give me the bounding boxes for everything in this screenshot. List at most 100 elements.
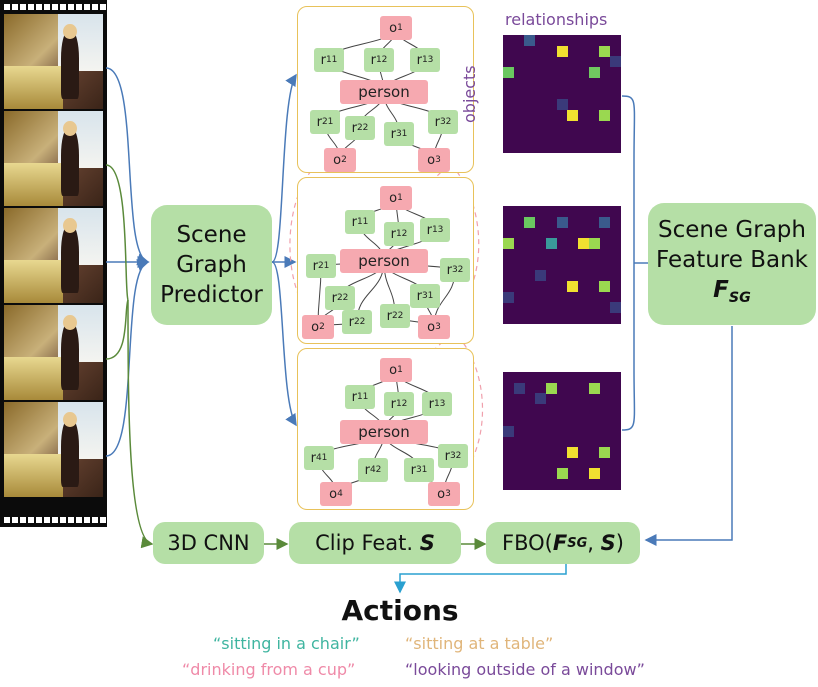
matrix-cell <box>599 216 611 228</box>
film-sprocket-hole <box>92 4 98 10</box>
matrix-cell <box>610 56 621 68</box>
film-sprocket-hole <box>4 517 10 523</box>
matrix-cell <box>556 468 568 480</box>
video-frame-1 <box>4 14 103 109</box>
matrix-cell <box>556 99 568 111</box>
arrow-fbo-to-actions <box>394 563 567 594</box>
fsg-symbol: FSG <box>713 277 751 306</box>
video-frame-4 <box>4 305 103 400</box>
matrix-cell <box>567 109 579 121</box>
matrix-cell <box>588 382 600 394</box>
video-frame-2 <box>4 111 103 206</box>
film-sprocket-hole <box>52 517 58 523</box>
actions-title: Actions <box>341 594 459 627</box>
arrow-frames-to-cnn-4 <box>105 299 129 360</box>
matrix-cell <box>588 67 600 79</box>
bracket-matrices-to-bank <box>621 95 636 431</box>
film-sprocket-hole <box>60 517 66 523</box>
action-label: “sitting in a chair” <box>213 634 360 653</box>
video-film-strip <box>0 0 107 527</box>
relationship-matrix-3 <box>503 372 621 490</box>
arrow-bank-to-fbo <box>644 326 733 546</box>
matrix-cell <box>513 382 525 394</box>
matrix-cell <box>599 45 611 57</box>
film-sprocket-hole <box>76 517 82 523</box>
film-sprocket-hole <box>28 517 34 523</box>
film-sprocket-hole <box>68 517 74 523</box>
matrix-cell <box>599 280 611 292</box>
matrix-cell <box>524 35 536 46</box>
matrix-cell <box>535 270 547 282</box>
film-sprocket-hole <box>84 4 90 10</box>
feature-bank-line1: Scene Graph <box>658 217 806 243</box>
matrix-cell <box>545 382 557 394</box>
action-label: “looking outside of a window” <box>405 660 645 679</box>
matrix-cell <box>556 216 568 228</box>
matrix-cell <box>545 238 557 250</box>
matrix-cell <box>588 238 600 250</box>
3d-cnn-box: 3D CNN <box>153 522 264 564</box>
matrix-cell <box>524 216 536 228</box>
film-sprocket-hole <box>76 4 82 10</box>
graph1-person-node: person <box>340 80 428 104</box>
matrix-cell <box>610 302 621 314</box>
film-sprocket-hole <box>84 517 90 523</box>
film-sprocket-hole <box>68 4 74 10</box>
matrix-cell <box>567 446 579 458</box>
clip-feature-box: Clip Feat. S <box>289 522 461 564</box>
film-sprocket-hole <box>100 4 106 10</box>
film-sprocket-hole <box>36 517 42 523</box>
graph3-person-node: person <box>340 420 428 444</box>
film-sprocket-hole <box>28 4 34 10</box>
matrix-cell <box>599 446 611 458</box>
video-frame-5 <box>4 402 103 497</box>
relationship-matrix-1 <box>503 35 621 153</box>
video-frame-3 <box>4 208 103 303</box>
feature-bank-line2: Feature Bank <box>656 247 808 273</box>
action-label: “drinking from a cup” <box>182 660 356 679</box>
arrow-frames-to-cnn-2 <box>105 164 129 301</box>
objects-label: objects <box>460 65 479 123</box>
film-sprocket-hole <box>44 517 50 523</box>
matrix-cell <box>588 468 600 480</box>
film-sprocket-hole <box>20 517 26 523</box>
scene-graph-predictor-box: Scene Graph Predictor <box>151 205 272 325</box>
matrix-cell <box>535 393 547 405</box>
matrix-cell <box>556 45 568 57</box>
film-sprocket-hole <box>12 4 18 10</box>
matrix-cell <box>503 67 514 79</box>
matrix-cell <box>503 291 514 303</box>
matrix-cell <box>577 238 589 250</box>
film-sprocket-hole <box>100 517 106 523</box>
